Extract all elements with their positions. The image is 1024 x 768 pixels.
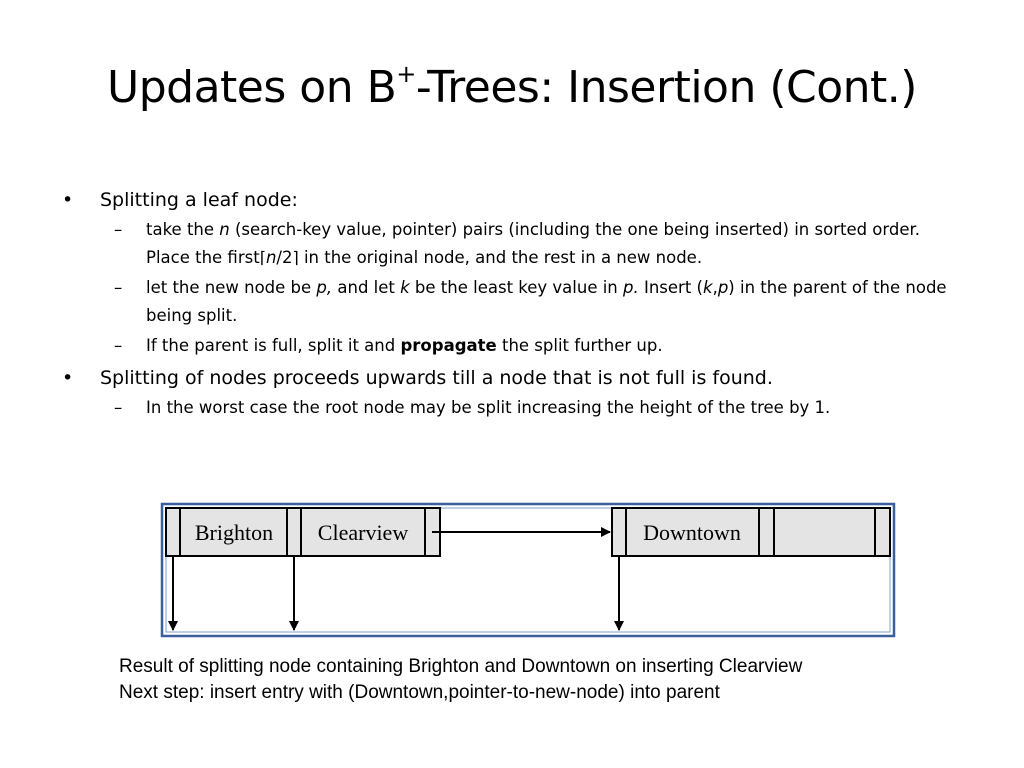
bullet-item: • Splitting a leaf node: — [62, 186, 962, 214]
bullet-text: Splitting of nodes proceeds upwards till… — [100, 367, 773, 389]
key-clearview: Clearview — [318, 520, 409, 545]
key-downtown: Downtown — [643, 520, 741, 545]
diagram-caption: Result of splitting node containing Brig… — [119, 654, 802, 706]
bullet-dot: • — [62, 367, 74, 389]
sub-bullet-item: – take the n (search-key value, pointer)… — [100, 216, 962, 272]
title-superscript: + — [396, 60, 416, 88]
bullet-dash: – — [114, 220, 123, 239]
title-rest: -Trees: Insertion (Cont.) — [415, 62, 918, 113]
sub-bullet-item: – let the new node be p, and let k be th… — [100, 274, 962, 330]
title-main: Updates on B — [107, 62, 397, 113]
bullet-item: • Splitting of nodes proceeds upwards ti… — [62, 364, 962, 392]
bullet-dash: – — [114, 336, 123, 355]
sub-bullet-item: – In the worst case the root node may be… — [100, 394, 962, 422]
caption-line: Result of splitting node containing Brig… — [119, 656, 803, 677]
ceiling-right-symbol: ⌉ — [292, 248, 299, 267]
ceiling-left-symbol: ⌈ — [259, 248, 266, 267]
bullet-dash: – — [114, 278, 123, 297]
sub-bullet-text: In the worst case the root node may be s… — [146, 398, 831, 417]
right-leaf-node: Downtown — [611, 507, 891, 557]
bullet-dot: • — [62, 189, 74, 211]
slide-title: Updates on B+-Trees: Insertion (Cont.) — [0, 62, 1024, 113]
sub-bullet-item: – If the parent is full, split it and pr… — [100, 332, 962, 360]
caption-line: Next step: insert entry with (Downtown,p… — [119, 682, 720, 703]
bullet-list: • Splitting a leaf node: – take the n (s… — [62, 186, 962, 422]
sub-bullet-text: let the new node be p, and let k be the … — [146, 278, 947, 325]
bplus-tree-diagram: Brighton Clearview Downtown — [160, 502, 896, 638]
bullet-text: Splitting a leaf node: — [100, 189, 298, 211]
key-brighton: Brighton — [195, 520, 273, 545]
sub-bullet-text: take the n (search-key value, pointer) p… — [146, 220, 921, 267]
sub-bullet-text: If the parent is full, split it and prop… — [146, 336, 663, 355]
left-leaf-node: Brighton Clearview — [165, 507, 441, 557]
bullet-dash: – — [114, 398, 123, 417]
